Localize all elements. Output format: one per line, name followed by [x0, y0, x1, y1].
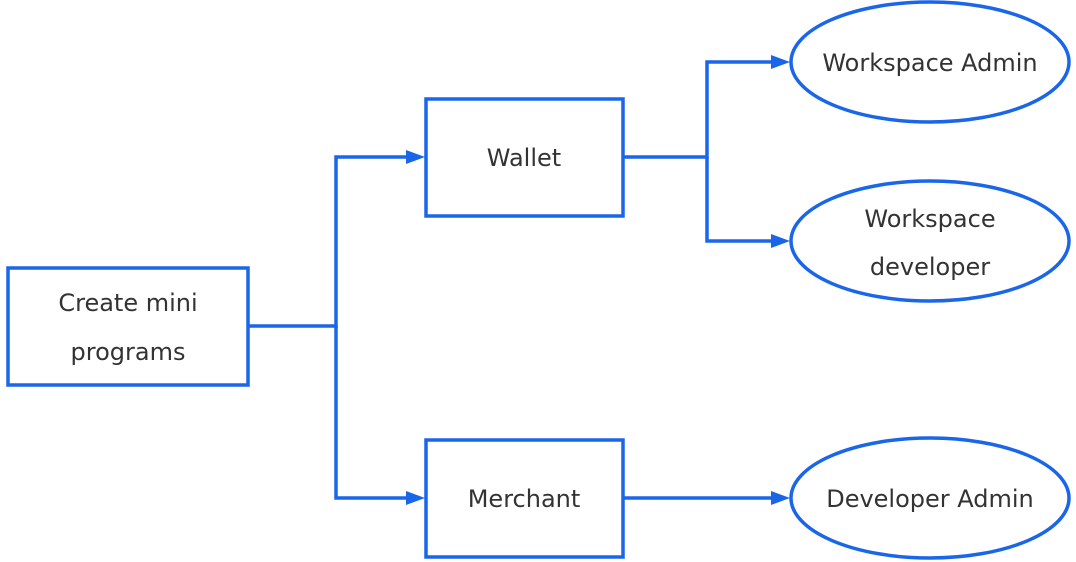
arrowhead-to-workspace-admin [771, 55, 790, 69]
arrowhead-to-wallet [406, 150, 425, 164]
arrowhead-to-merchant [406, 491, 425, 505]
node-workspace-developer-label-line1: Workspace [864, 205, 995, 233]
connector-wallet-to-workspace-admin [623, 60, 774, 159]
arrowhead-to-developer-admin [771, 491, 790, 505]
node-wallet: Wallet [424, 97, 625, 218]
node-wallet-box [424, 97, 625, 218]
connector-root-to-merchant [334, 326, 410, 500]
node-workspace-developer-ellipse [789, 179, 1071, 303]
node-workspace-admin-label: Workspace Admin [822, 49, 1037, 77]
node-create-mini-programs-label-line2: programs [71, 338, 186, 366]
node-workspace-admin-ellipse [789, 0, 1071, 124]
node-merchant: Merchant [424, 438, 625, 559]
node-workspace-admin: Workspace Admin [789, 0, 1071, 124]
node-developer-admin-label: Developer Admin [826, 485, 1034, 513]
node-wallet-label: Wallet [487, 144, 561, 172]
connector-root-trunk [248, 155, 410, 328]
node-workspace-developer: Workspace developer [789, 179, 1071, 303]
node-workspace-developer-label-line2: developer [870, 253, 990, 281]
connectors [248, 55, 790, 505]
node-create-mini-programs-box [6, 266, 250, 387]
arrowhead-to-workspace-developer [771, 234, 790, 248]
node-merchant-label: Merchant [468, 485, 581, 513]
node-developer-admin-ellipse [789, 436, 1071, 560]
node-merchant-box [424, 438, 625, 559]
node-developer-admin: Developer Admin [789, 436, 1071, 560]
connector-wallet-to-workspace-developer [705, 157, 774, 243]
node-create-mini-programs: Create mini programs [6, 266, 250, 387]
node-create-mini-programs-label-line1: Create mini [58, 289, 197, 317]
